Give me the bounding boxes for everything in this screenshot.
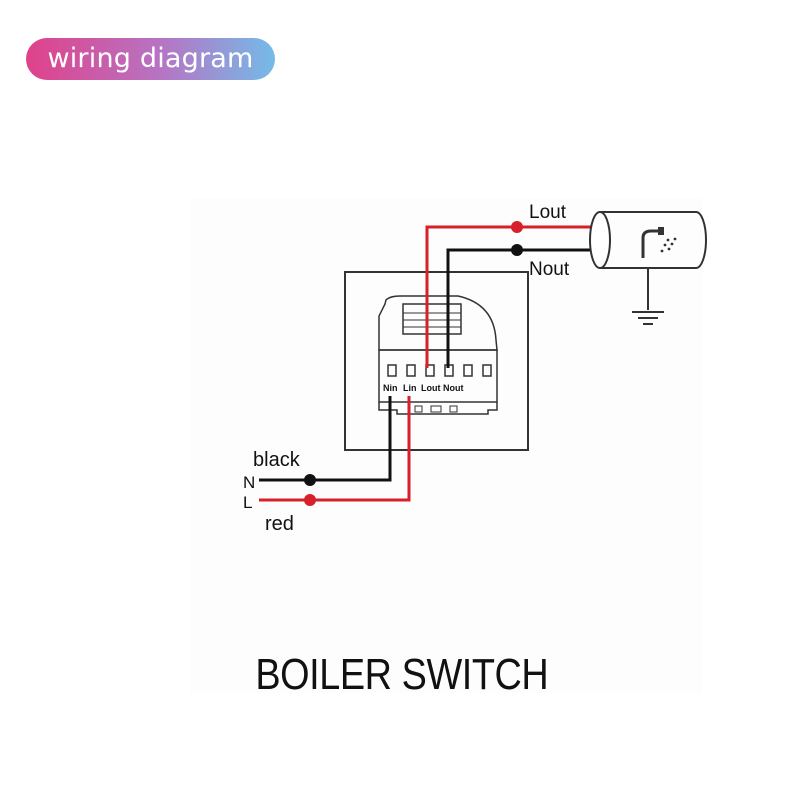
boiler-load xyxy=(589,211,707,310)
relay-block xyxy=(402,303,462,335)
neutral-label: N xyxy=(243,473,255,492)
terminal-label-lin: Lin xyxy=(403,383,417,393)
l-junction xyxy=(304,494,316,506)
terminal-label-lout: Lout xyxy=(421,383,441,393)
black-wire-label: black xyxy=(253,449,301,471)
neutral-in-wire xyxy=(259,396,392,482)
switch-module-top xyxy=(378,295,498,351)
wiring-diagram-badge: wiring diagram xyxy=(26,38,275,80)
lout-junction xyxy=(511,221,523,233)
shower-icon xyxy=(641,227,677,258)
terminal-label-nout: Nout xyxy=(443,383,464,393)
switch-plate xyxy=(344,271,529,451)
live-out-wire xyxy=(425,225,592,368)
red-wire-label: red xyxy=(265,513,294,535)
switch-module-foot xyxy=(378,402,498,415)
diagram-caption: BOILER SWITCH xyxy=(255,650,549,699)
n-junction xyxy=(304,474,316,486)
neutral-out-wire xyxy=(446,248,592,368)
load-label-lout: Lout xyxy=(529,202,567,223)
load-label-nout: Nout xyxy=(529,259,570,280)
live-label: L xyxy=(243,493,252,512)
terminal-label-nin: Nin xyxy=(383,383,398,393)
diagram-background xyxy=(190,198,702,693)
terminal-slots xyxy=(387,364,492,377)
ground-icon xyxy=(632,311,664,325)
switch-module-base xyxy=(378,349,498,403)
live-in-wire xyxy=(259,396,411,502)
nout-junction xyxy=(511,244,523,256)
